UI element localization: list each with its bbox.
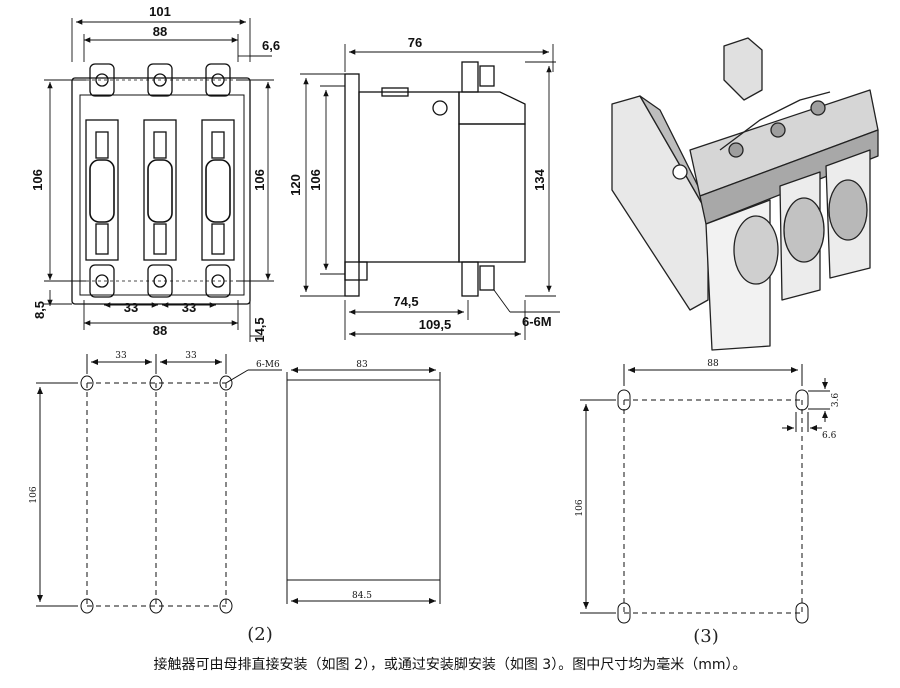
dim-height-left: 106 (30, 169, 45, 191)
dim2-height: 106 (29, 486, 39, 503)
dim2-pitch-1: 33 (115, 351, 127, 361)
dim-width-bottom: 88 (153, 323, 167, 338)
dim-height-outer: 120 (288, 174, 303, 196)
mount-diagram-3 (580, 364, 830, 624)
dim3-slot-width: 6.6 (822, 431, 837, 441)
dim3-slot-height: 3.6 (831, 393, 841, 408)
dim3-height: 106 (575, 499, 585, 516)
side-view-dimensions (300, 44, 560, 340)
dim-offset-right: 6,6 (262, 38, 280, 53)
dim-depth-mid: 74,5 (393, 294, 418, 309)
label-fig-2: (2) (247, 624, 273, 645)
front-view (71, 63, 251, 305)
dim-top-width: 76 (408, 35, 422, 50)
caption: 接触器可由母排直接安装（如图 2），或通过安装脚安装（如图 3）。图中尺寸均为毫… (153, 657, 747, 673)
dim-width-inner: 88 (153, 24, 167, 39)
dim2-holes: 6-M6 (256, 360, 280, 370)
mount-diagram-2 (36, 354, 282, 614)
dim-pitch-2: 33 (182, 300, 196, 315)
side-view (344, 61, 526, 297)
dim-height-right: 106 (252, 169, 267, 191)
dim2-pitch-2: 33 (185, 351, 197, 361)
dim-plate-bottom: 84.5 (352, 591, 372, 601)
vacuum-interrupters (85, 119, 235, 261)
mount-holes-2 (80, 375, 233, 614)
dim-height-inner: 106 (308, 169, 323, 191)
dim-pitch-1: 33 (124, 300, 138, 315)
dim-offset-bottom: 8,5 (32, 301, 47, 319)
dim-offset-bottom-right: 14,5 (252, 317, 267, 342)
dim-height-total: 134 (532, 168, 547, 190)
front-view-dimensions (44, 18, 274, 342)
label-fig-3: (3) (693, 626, 719, 647)
dim-terminal: 6-6M (522, 314, 552, 329)
dim-depth-total: 109,5 (419, 317, 452, 332)
isometric-view (611, 37, 879, 351)
mount-slots-3 (617, 389, 809, 624)
dim-plate-top: 83 (356, 360, 368, 370)
dim3-width: 88 (707, 359, 719, 369)
dim-width-total: 101 (149, 4, 171, 19)
plate-diagram (286, 367, 441, 604)
